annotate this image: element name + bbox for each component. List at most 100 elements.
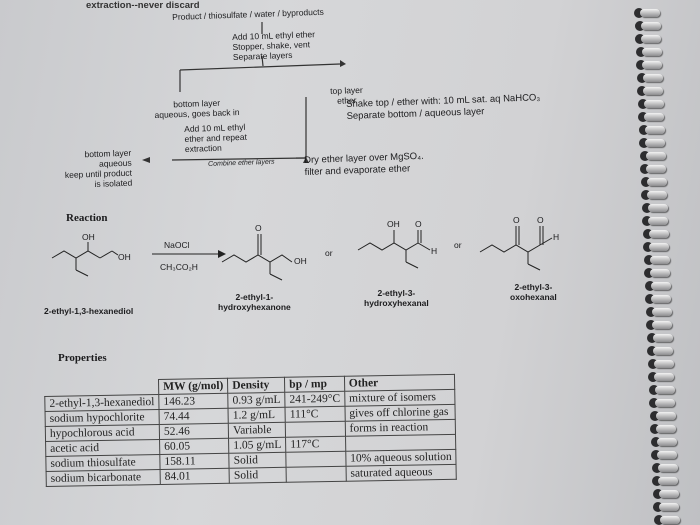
table-cell: Solid — [229, 467, 287, 484]
p3-h: H — [553, 232, 560, 242]
binding-ring — [653, 360, 674, 368]
binding-ring — [644, 113, 664, 121]
table-cell: 146.23 — [158, 393, 229, 410]
table-cell: 111°C — [285, 406, 345, 423]
binding-ring — [647, 191, 667, 199]
binding-hole — [642, 216, 652, 226]
p3-o2: O — [537, 215, 544, 225]
or-1: or — [325, 248, 333, 258]
flowchart-lines — [142, 22, 346, 163]
binding-ring — [658, 490, 679, 498]
binding-ring — [642, 74, 663, 82]
table-cell: 10% aqueous solution — [345, 449, 457, 467]
p3-name-line-2: oxohexanal — [510, 292, 557, 302]
binding-hole — [639, 151, 650, 161]
table-cell: 2-ethyl-1,3-hexanediol — [44, 394, 160, 412]
binding-hole — [634, 8, 644, 18]
table-cell — [286, 466, 347, 483]
binding-hole — [647, 359, 658, 369]
binding-hole — [641, 190, 651, 200]
binding-ring — [653, 347, 673, 355]
binding-hole — [651, 450, 661, 460]
binding-ring — [646, 165, 666, 173]
binding-ring — [645, 152, 666, 160]
table-cell: 1.05 g/mL — [228, 437, 286, 454]
table-cell: 84.01 — [160, 468, 230, 485]
table-cell: 60.05 — [159, 438, 230, 455]
binding-ring — [642, 61, 662, 69]
binding-ring — [650, 282, 671, 290]
p1-oh: OH — [294, 256, 307, 266]
binding-ring — [652, 321, 672, 329]
binding-hole — [653, 515, 664, 525]
product2-name: 2-ethyl-3- hydroxyhexanal — [364, 288, 429, 308]
col-header-mw: MW (g/mol) — [158, 378, 228, 395]
binding-ring — [657, 464, 678, 472]
p2-name-line-2: hydroxyhexanal — [364, 298, 429, 308]
p2-oh: OH — [387, 219, 400, 229]
binding-ring — [645, 139, 665, 147]
product3-name: 2-ethyl-3- oxohexanal — [510, 282, 557, 302]
table-cell: 0.93 g/mL — [227, 392, 286, 409]
binding-hole — [639, 138, 649, 148]
binding-hole — [643, 255, 654, 265]
table-cell: gives off chlorine gas — [344, 404, 456, 422]
binding-hole — [635, 34, 645, 44]
binding-hole — [650, 437, 661, 447]
reactant-name: 2-ethyl-1,3-hexanediol — [44, 306, 134, 316]
table-cell: saturated aqueous — [345, 464, 457, 482]
reagent-naocl: NaOCl — [164, 240, 190, 250]
p2-name-line-1: 2-ethyl-3- — [377, 288, 416, 298]
binding-hole — [638, 125, 649, 135]
binding-hole — [647, 346, 657, 356]
binding-hole — [649, 411, 660, 421]
table-cell: sodium hypochlorite — [45, 409, 160, 427]
table-cell: 52.46 — [159, 423, 229, 440]
binding-hole — [646, 320, 656, 330]
binding-hole — [643, 242, 653, 252]
binding-ring — [649, 243, 669, 251]
reactant-oh-top: OH — [82, 232, 95, 242]
binding-hole — [636, 73, 647, 83]
binding-ring — [655, 399, 675, 407]
binding-hole — [646, 333, 657, 343]
binding-ring — [643, 100, 664, 108]
binding-ring — [641, 48, 662, 56]
reactant-oh-right: OH — [118, 252, 131, 262]
binding-ring — [651, 308, 672, 316]
binding-ring — [647, 204, 668, 212]
reaction-structures — [51, 226, 553, 281]
binding-hole — [649, 398, 659, 408]
binding-hole — [640, 177, 651, 187]
binding-ring — [652, 334, 673, 342]
or-2: or — [454, 240, 462, 250]
p1-name-line-2: hydroxyhexanone — [218, 302, 291, 312]
binding-hole — [644, 268, 654, 278]
p1-name-line-1: 2-ethyl-1- — [235, 292, 274, 302]
binding-ring — [646, 178, 667, 186]
binding-ring — [649, 256, 670, 264]
binding-ring — [658, 477, 678, 485]
binding-ring — [655, 412, 676, 420]
binding-ring — [641, 35, 661, 43]
binding-ring — [650, 269, 670, 277]
table-cell: Solid — [229, 452, 287, 469]
binding-ring — [644, 126, 665, 134]
binding-ring — [656, 438, 677, 446]
table-cell: 158.11 — [159, 453, 230, 470]
binding-ring — [659, 503, 679, 511]
binding-hole — [641, 203, 652, 213]
binding-hole — [652, 476, 662, 486]
reaction-heading: Reaction — [66, 212, 108, 224]
table-cell — [285, 451, 346, 468]
p1-o: O — [255, 223, 262, 233]
binding-ring — [654, 373, 674, 381]
binding-hole — [635, 47, 646, 57]
p3-o1: O — [513, 215, 520, 225]
table-cell: 241-249°C — [284, 391, 345, 408]
binding-hole — [648, 372, 658, 382]
reagent-acetic: CH₃CO₂H — [160, 262, 198, 272]
binding-hole — [637, 86, 647, 96]
binding-ring — [648, 217, 668, 225]
